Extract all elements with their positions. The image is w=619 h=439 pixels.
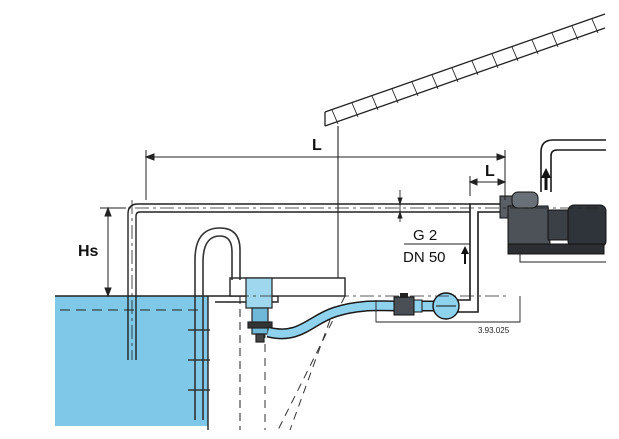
skimmer	[245, 277, 273, 343]
reference-frame	[375, 296, 521, 323]
pool-wall	[207, 277, 346, 430]
suction-hose	[266, 300, 450, 340]
dimension-line-pump-L	[468, 176, 507, 196]
pipe-thread-label: G 2	[413, 227, 437, 244]
dimension-line-Hs	[100, 206, 126, 298]
length-label: L	[312, 137, 322, 154]
pump-length-label: L	[485, 163, 495, 180]
overhead-pipe	[60, 200, 600, 360]
foundation-lines	[264, 295, 346, 431]
roof	[324, 13, 606, 280]
riser-pipe	[458, 203, 500, 313]
pipe-size-callout: G 2 DN 50	[403, 227, 470, 266]
reference-code: 3.93.025	[478, 326, 510, 335]
pressure-pipe	[540, 139, 606, 192]
check-valve	[432, 292, 460, 320]
pool-water	[55, 295, 208, 426]
pipe-nominal-label: DN 50	[403, 249, 446, 266]
flow-arrow-riser-icon	[461, 246, 469, 264]
pool-ladder	[188, 227, 241, 420]
suction-head-label: Hs	[78, 243, 99, 260]
pump	[499, 191, 607, 263]
dimension-line-L	[144, 150, 507, 200]
ball-valve	[393, 293, 423, 316]
dimension-line-offset	[397, 190, 403, 222]
flow-arrow-up-icon	[541, 168, 551, 190]
